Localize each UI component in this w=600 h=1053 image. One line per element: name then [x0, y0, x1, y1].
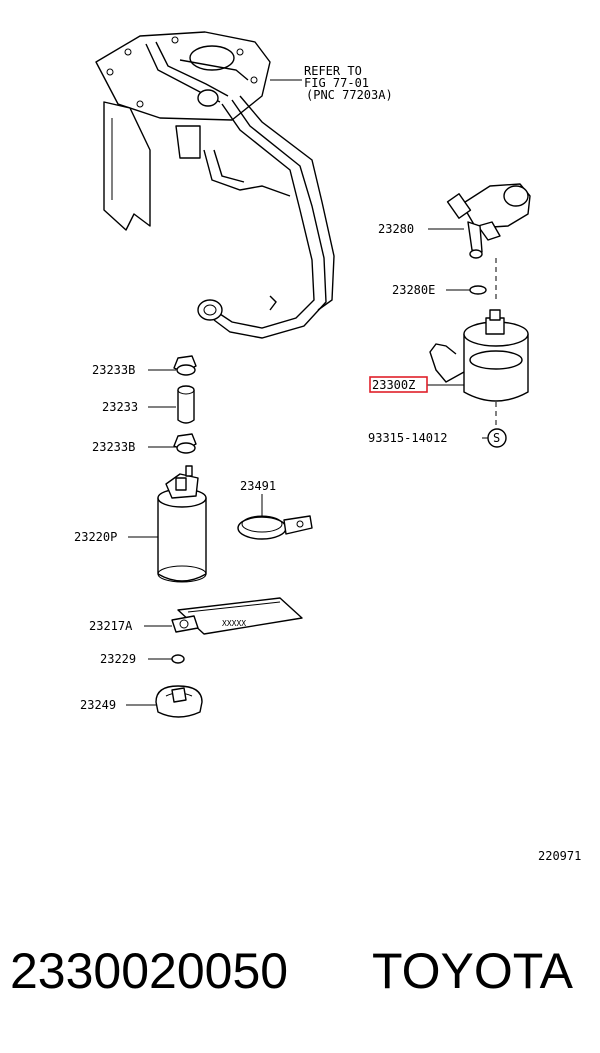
strainer-marking: XXXXX — [222, 619, 246, 628]
callout-23280[interactable]: 23280 — [378, 222, 414, 236]
refer-note: REFER TO FIG 77-01 (PNC 77203A) — [270, 64, 393, 102]
fuel-hose — [177, 385, 195, 424]
callout-23233[interactable]: 23233 — [102, 400, 138, 414]
refer-note-line1: REFER TO — [304, 64, 362, 78]
footer-part-number: 2330020050 — [10, 943, 288, 999]
refer-note-line3: (PNC 77203A) — [306, 88, 393, 102]
o-ring — [469, 285, 487, 295]
standard-part-symbol — [487, 428, 507, 448]
hose-clamp-bottom — [173, 433, 197, 454]
callout-23229[interactable]: 23229 — [100, 652, 136, 666]
footer-brand: TOYOTA — [372, 943, 574, 999]
retaining-clip — [171, 654, 185, 664]
callout-23491[interactable]: 23491 — [240, 479, 276, 493]
refer-note-line2: FIG 77-01 — [304, 76, 369, 90]
figure-code: 220971 — [538, 849, 581, 863]
highlight-box — [369, 376, 428, 393]
fuel-pump — [157, 465, 207, 583]
fuel-strainer: XXXXX — [171, 597, 303, 635]
callout-23233B-bottom[interactable]: 23233B — [92, 440, 135, 454]
pump-cushion — [155, 685, 203, 718]
fuel-pump-bracket-assembly — [95, 31, 335, 339]
callout-23233B-top[interactable]: 23233B — [92, 363, 135, 377]
callout-23249[interactable]: 23249 — [80, 698, 116, 712]
callout-93315-14012[interactable]: 93315-14012 — [368, 431, 447, 445]
pressure-regulator — [446, 183, 531, 259]
fuel-filter — [429, 309, 529, 428]
standard-part-letter: S — [493, 431, 500, 445]
hose-clamp-top — [173, 355, 197, 376]
callout-23280E[interactable]: 23280E — [392, 283, 435, 297]
callout-23220P[interactable]: 23220P — [74, 530, 117, 544]
callout-23300Z[interactable]: 23300Z — [372, 378, 415, 392]
pump-clamp — [237, 515, 313, 540]
callout-23217A[interactable]: 23217A — [89, 619, 133, 633]
